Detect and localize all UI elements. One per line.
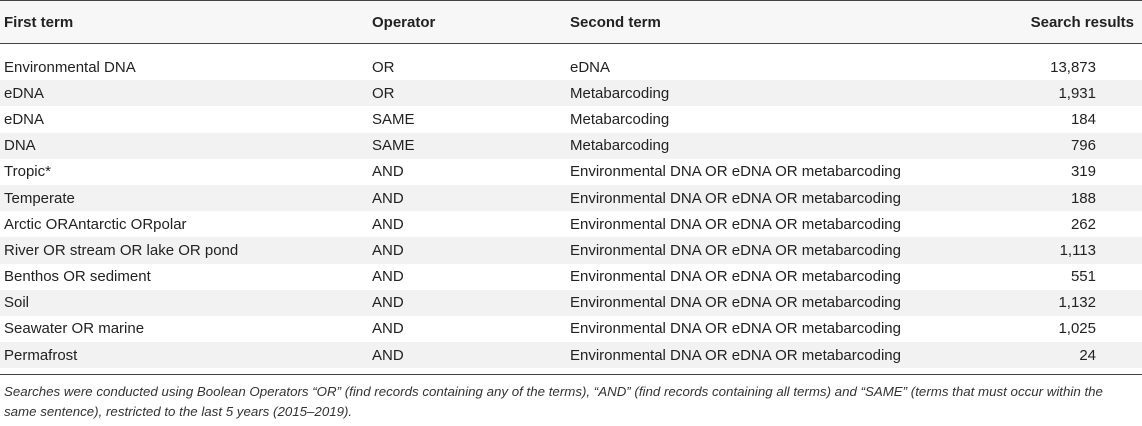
cell-operator: AND: [368, 342, 566, 369]
table-body: Environmental DNA OR eDNA 13,873 eDNA OR…: [0, 44, 1142, 369]
table-row: Seawater OR marine AND Environmental DNA…: [0, 316, 1142, 342]
cell-second-term: Environmental DNA OR eDNA OR metabarcodi…: [570, 163, 901, 181]
header-row: First term Operator Second term Search r…: [0, 0, 1142, 44]
cell-search-results: 1,025: [1058, 320, 1096, 338]
table-row: River OR stream OR lake OR pond AND Envi…: [0, 237, 1142, 264]
cell-search-results: 24: [956, 342, 1142, 369]
cell-operator: SAME: [372, 110, 415, 128]
cell-first-term: Arctic ORAntarctic ORpolar: [4, 215, 187, 233]
cell-first-term: eDNA: [4, 110, 45, 128]
cell-second-term: Environmental DNA OR eDNA OR metabarcodi…: [570, 215, 901, 233]
table-row: Benthos OR sediment AND Environmental DN…: [0, 264, 1142, 290]
cell-second-term: Metabarcoding: [570, 110, 670, 128]
cell-first-term: Soil: [0, 289, 368, 316]
cell-search-results: 1,132: [956, 289, 1142, 316]
cell-search-results: 184: [1070, 110, 1096, 128]
cell-search-results: 188: [956, 184, 1142, 212]
header-search-results: Search results: [956, 0, 1142, 44]
cell-search-results: 1,931: [956, 80, 1142, 107]
cell-first-term: eDNA: [0, 80, 368, 107]
cell-second-term: Metabarcoding: [566, 80, 956, 107]
header-operator: Operator: [368, 0, 566, 44]
table-row: Soil AND Environmental DNA OR eDNA OR me…: [0, 289, 1142, 316]
cell-search-results: 13,873: [1050, 58, 1096, 76]
table-footnote: Searches were conducted using Boolean Op…: [4, 384, 1103, 420]
cell-operator: AND: [372, 163, 404, 181]
cell-second-term: eDNA: [570, 58, 611, 76]
cell-first-term: Temperate: [0, 184, 368, 212]
cell-operator: AND: [368, 289, 566, 316]
cell-operator: AND: [372, 320, 404, 338]
cell-second-term: Environmental DNA OR eDNA OR metabarcodi…: [566, 184, 956, 212]
table-row: Environmental DNA OR eDNA 13,873: [0, 44, 1142, 81]
table-row: Arctic ORAntarctic ORpolar AND Environme…: [0, 211, 1142, 237]
cell-search-results: 319: [1070, 163, 1096, 181]
cell-second-term: Environmental DNA OR eDNA OR metabarcodi…: [566, 237, 956, 264]
cell-first-term: DNA: [0, 132, 368, 159]
cell-operator: AND: [368, 237, 566, 264]
table-header: First term Operator Second term Search r…: [0, 0, 1142, 44]
table-row: DNA SAME Metabarcoding 796: [0, 132, 1142, 159]
cell-second-term: Environmental DNA OR eDNA OR metabarcodi…: [566, 289, 956, 316]
table-bottom-rule: [0, 374, 1142, 376]
cell-first-term: River OR stream OR lake OR pond: [0, 237, 368, 264]
table-row: Permafrost AND Environmental DNA OR eDNA…: [0, 342, 1142, 369]
cell-second-term: Environmental DNA OR eDNA OR metabarcodi…: [570, 320, 901, 338]
table-row: Tropic* AND Environmental DNA OR eDNA OR…: [0, 159, 1142, 185]
cell-second-term: Environmental DNA OR eDNA OR metabarcodi…: [566, 342, 956, 369]
cell-first-term: Permafrost: [0, 342, 368, 369]
cell-operator: OR: [368, 80, 566, 107]
cell-operator: OR: [372, 58, 395, 76]
header-first-term: First term: [0, 0, 368, 44]
cell-search-results: 796: [956, 132, 1142, 159]
cell-first-term: Tropic*: [4, 163, 51, 181]
cell-second-term: Metabarcoding: [566, 132, 956, 159]
header-second-term: Second term: [566, 0, 956, 44]
cell-operator: SAME: [368, 132, 566, 159]
search-results-table: First term Operator Second term Search r…: [0, 0, 1142, 369]
cell-second-term: Environmental DNA OR eDNA OR metabarcodi…: [570, 268, 901, 286]
cell-first-term: Benthos OR sediment: [4, 268, 151, 286]
cell-operator: AND: [368, 184, 566, 212]
cell-search-results: 262: [1070, 215, 1096, 233]
table-row: eDNA SAME Metabarcoding 184: [0, 106, 1142, 132]
cell-first-term: Seawater OR marine: [4, 320, 145, 338]
cell-first-term: Environmental DNA: [4, 58, 136, 76]
cell-search-results: 551: [1070, 268, 1096, 286]
table-row: Temperate AND Environmental DNA OR eDNA …: [0, 184, 1142, 212]
cell-operator: AND: [372, 268, 404, 286]
cell-operator: AND: [372, 215, 404, 233]
cell-search-results: 1,113: [956, 237, 1142, 264]
table-row: eDNA OR Metabarcoding 1,931: [0, 80, 1142, 107]
